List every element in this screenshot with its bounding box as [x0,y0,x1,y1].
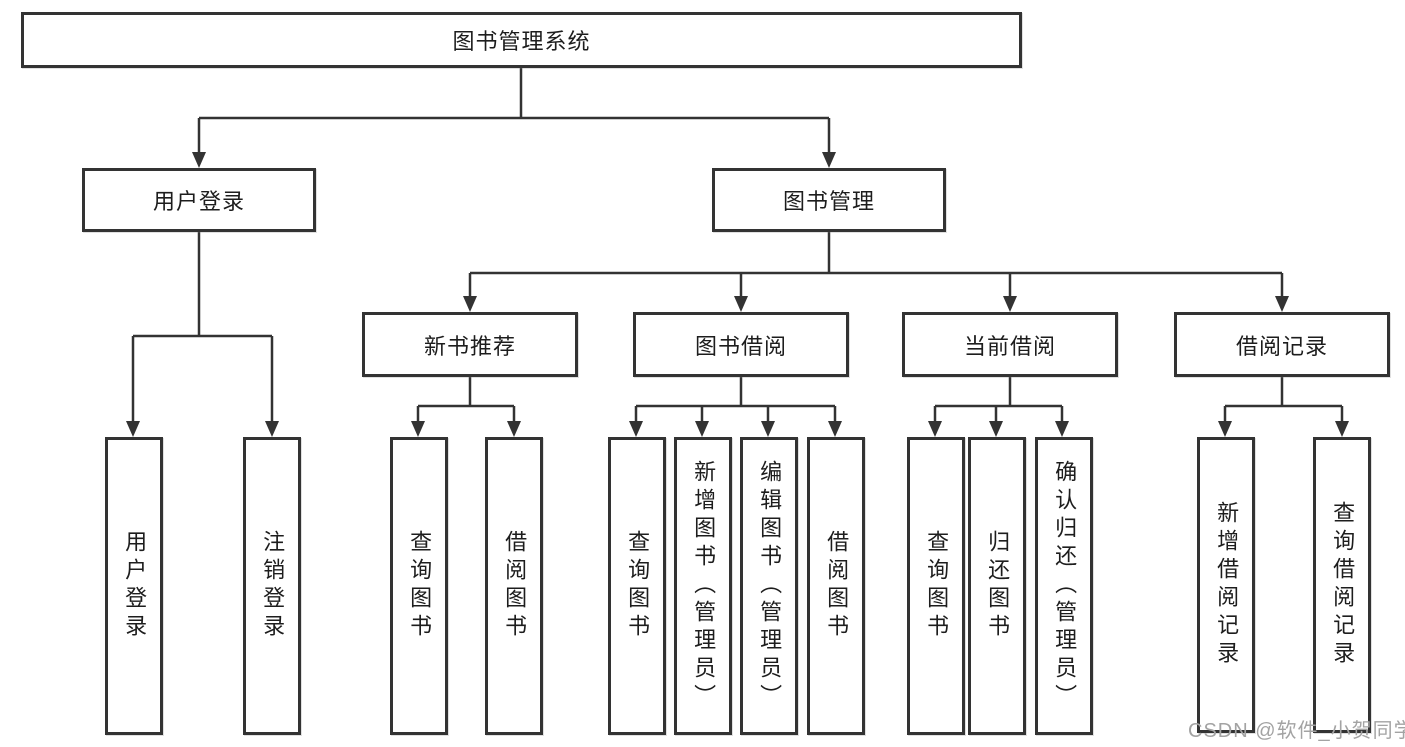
arrowheads [126,152,1349,437]
node-box-user-login: 用户登录 [82,168,316,232]
node-label-bb-add-books-admin: 新增图书（管理员） [691,460,717,712]
node-box-logout: 注销登录 [243,437,301,735]
node-box-cb-return-books: 归还图书 [968,437,1026,735]
node-box-cb-query-books: 查询图书 [907,437,965,735]
node-box-bb-edit-books-admin: 编辑图书（管理员） [740,437,798,735]
node-label-book-borrow: 图书借阅 [694,333,787,359]
node-label-cb-confirm-return-admin: 确认归还（管理员） [1052,460,1078,712]
node-box-bb-borrow-books: 借阅图书 [807,437,865,735]
node-box-nbr-query-books: 查询图书 [390,437,448,735]
csdn-watermark: CSDN @软件_小贺同学 [1188,720,1405,742]
node-box-user-login-leaf: 用户登录 [105,437,163,735]
node-box-cb-confirm-return-admin: 确认归还（管理员） [1035,437,1093,735]
node-label-br-add-record: 新增借阅记录 [1214,501,1240,669]
node-box-nbr-borrow-books: 借阅图书 [485,437,543,735]
node-box-current-borrow: 当前借阅 [902,312,1118,377]
node-label-bb-borrow-books: 借阅图书 [824,530,850,642]
node-box-bb-query-books: 查询图书 [608,437,666,735]
node-box-new-book-recommend: 新书推荐 [362,312,578,377]
node-label-nbr-query-books: 查询图书 [407,530,433,642]
node-box-br-query-record: 查询借阅记录 [1313,437,1371,733]
node-label-root: 图书管理系统 [452,29,591,54]
node-box-book-borrow: 图书借阅 [633,312,849,377]
node-label-borrow-records: 借阅记录 [1235,333,1328,359]
node-label-br-query-record: 查询借阅记录 [1330,501,1356,669]
node-label-logout: 注销登录 [260,530,286,642]
node-label-user-login: 用户登录 [152,189,245,214]
node-box-root: 图书管理系统 [21,12,1022,68]
node-label-cb-query-books: 查询图书 [924,530,950,642]
node-label-cb-return-books: 归还图书 [985,530,1011,642]
node-box-bb-add-books-admin: 新增图书（管理员） [674,437,732,735]
node-label-bb-query-books: 查询图书 [625,530,651,642]
node-label-user-login-leaf: 用户登录 [122,530,148,642]
node-box-book-management: 图书管理 [712,168,946,232]
node-box-br-add-record: 新增借阅记录 [1197,437,1255,733]
node-box-borrow-records: 借阅记录 [1174,312,1390,377]
node-label-current-borrow: 当前借阅 [963,333,1056,359]
node-label-new-book-recommend: 新书推荐 [423,333,516,359]
node-label-book-management: 图书管理 [782,189,875,214]
node-label-nbr-borrow-books: 借阅图书 [502,530,528,642]
node-label-bb-edit-books-admin: 编辑图书（管理员） [757,460,783,712]
